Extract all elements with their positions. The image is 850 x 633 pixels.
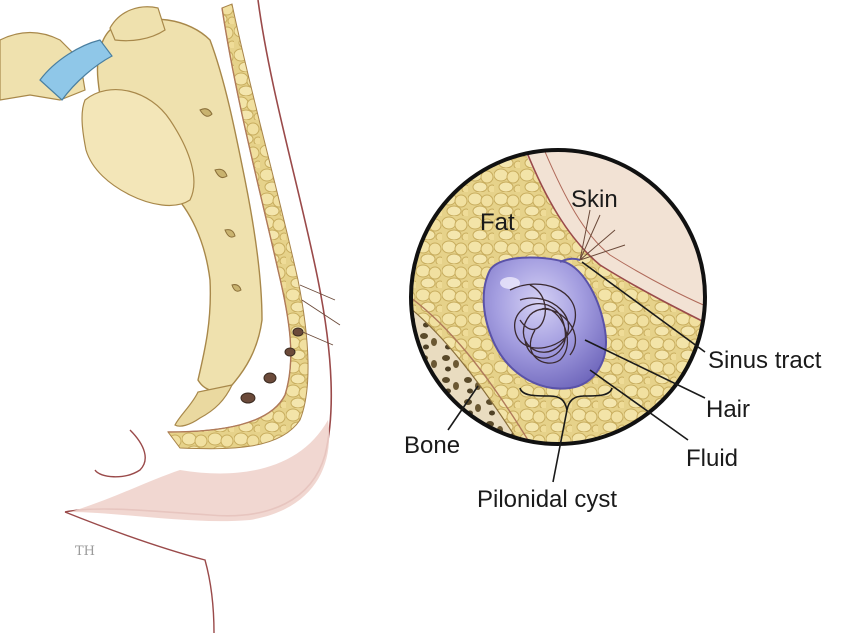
leader-sinus-tract (581, 261, 706, 353)
cyst-highlight (500, 277, 520, 289)
intervertebral-disc (39, 39, 113, 101)
leader-lines (447, 261, 706, 483)
label-bone: Bone (404, 432, 460, 459)
gluteal-fold (64, 511, 215, 633)
sinus-pits (240, 327, 304, 404)
artist-signature: TH (75, 544, 95, 559)
magnifier-ring (409, 148, 707, 446)
magnified-view (409, 148, 707, 446)
leader-pilonidal-cyst (552, 409, 568, 483)
sacral-foramina (199, 108, 242, 292)
hair-tangle (509, 283, 577, 364)
leader-fluid (589, 369, 689, 441)
iliac-shadow (81, 89, 195, 206)
label-fluid: Fluid (686, 445, 738, 472)
skin-edge-inner (539, 150, 705, 313)
hair-emerging (579, 209, 626, 261)
label-pilonidal-cyst: Pilonidal cyst (477, 486, 617, 513)
skin-shading (70, 420, 330, 522)
bone-periosteum (411, 289, 541, 444)
natal-cleft (94, 429, 146, 478)
hair-strands (297, 284, 341, 346)
sacral-anatomy: TH (0, 0, 341, 633)
leader-hair (584, 339, 706, 399)
skin-edge (521, 150, 705, 331)
cyst-sac (482, 256, 607, 390)
vertebral-process (109, 6, 166, 42)
coccyx (174, 384, 234, 427)
fascia-line (167, 7, 292, 433)
leader-bone (447, 385, 479, 431)
label-fat: Fat (480, 209, 515, 236)
label-skin: Skin (571, 186, 618, 213)
sinus-tract-channel (559, 257, 581, 263)
label-hair: Hair (706, 396, 750, 423)
label-sinus-tract: Sinus tract (708, 347, 822, 374)
